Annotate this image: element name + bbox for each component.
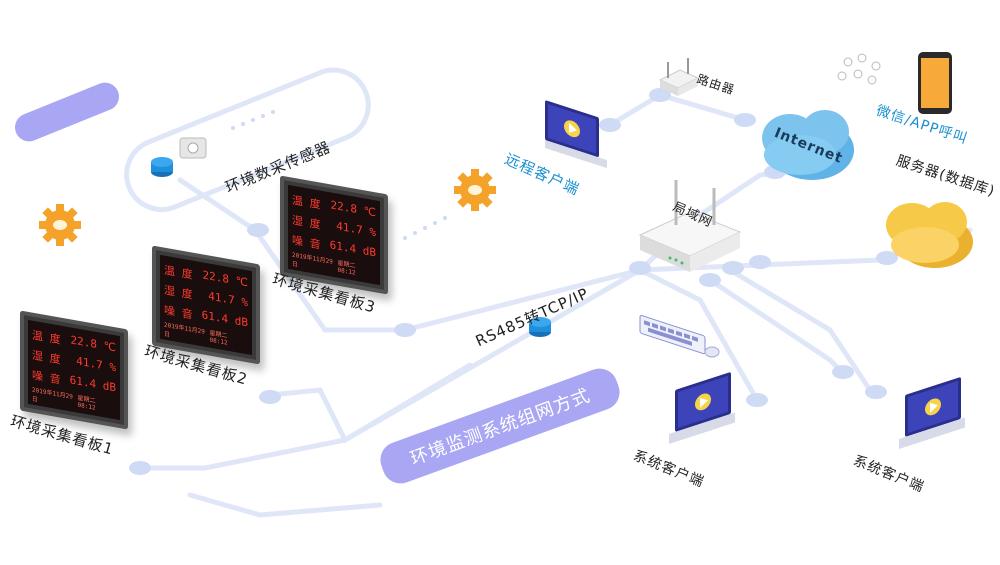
laptop-icon	[899, 377, 965, 449]
converter-node-icon	[529, 317, 551, 337]
phone-icon	[918, 52, 952, 114]
internet-cloud-icon	[762, 110, 854, 180]
laptop-icon	[669, 372, 735, 444]
server-cloud-icon	[886, 202, 973, 268]
lan-router-icon	[638, 180, 742, 272]
laptop-icon	[545, 100, 607, 169]
sensor-node-icon	[151, 157, 173, 177]
mouse-icon	[704, 346, 720, 358]
keyboard-icon	[639, 315, 706, 355]
app-icons	[837, 53, 881, 85]
sensor-box-icon	[179, 137, 207, 159]
router-icon	[658, 58, 700, 96]
